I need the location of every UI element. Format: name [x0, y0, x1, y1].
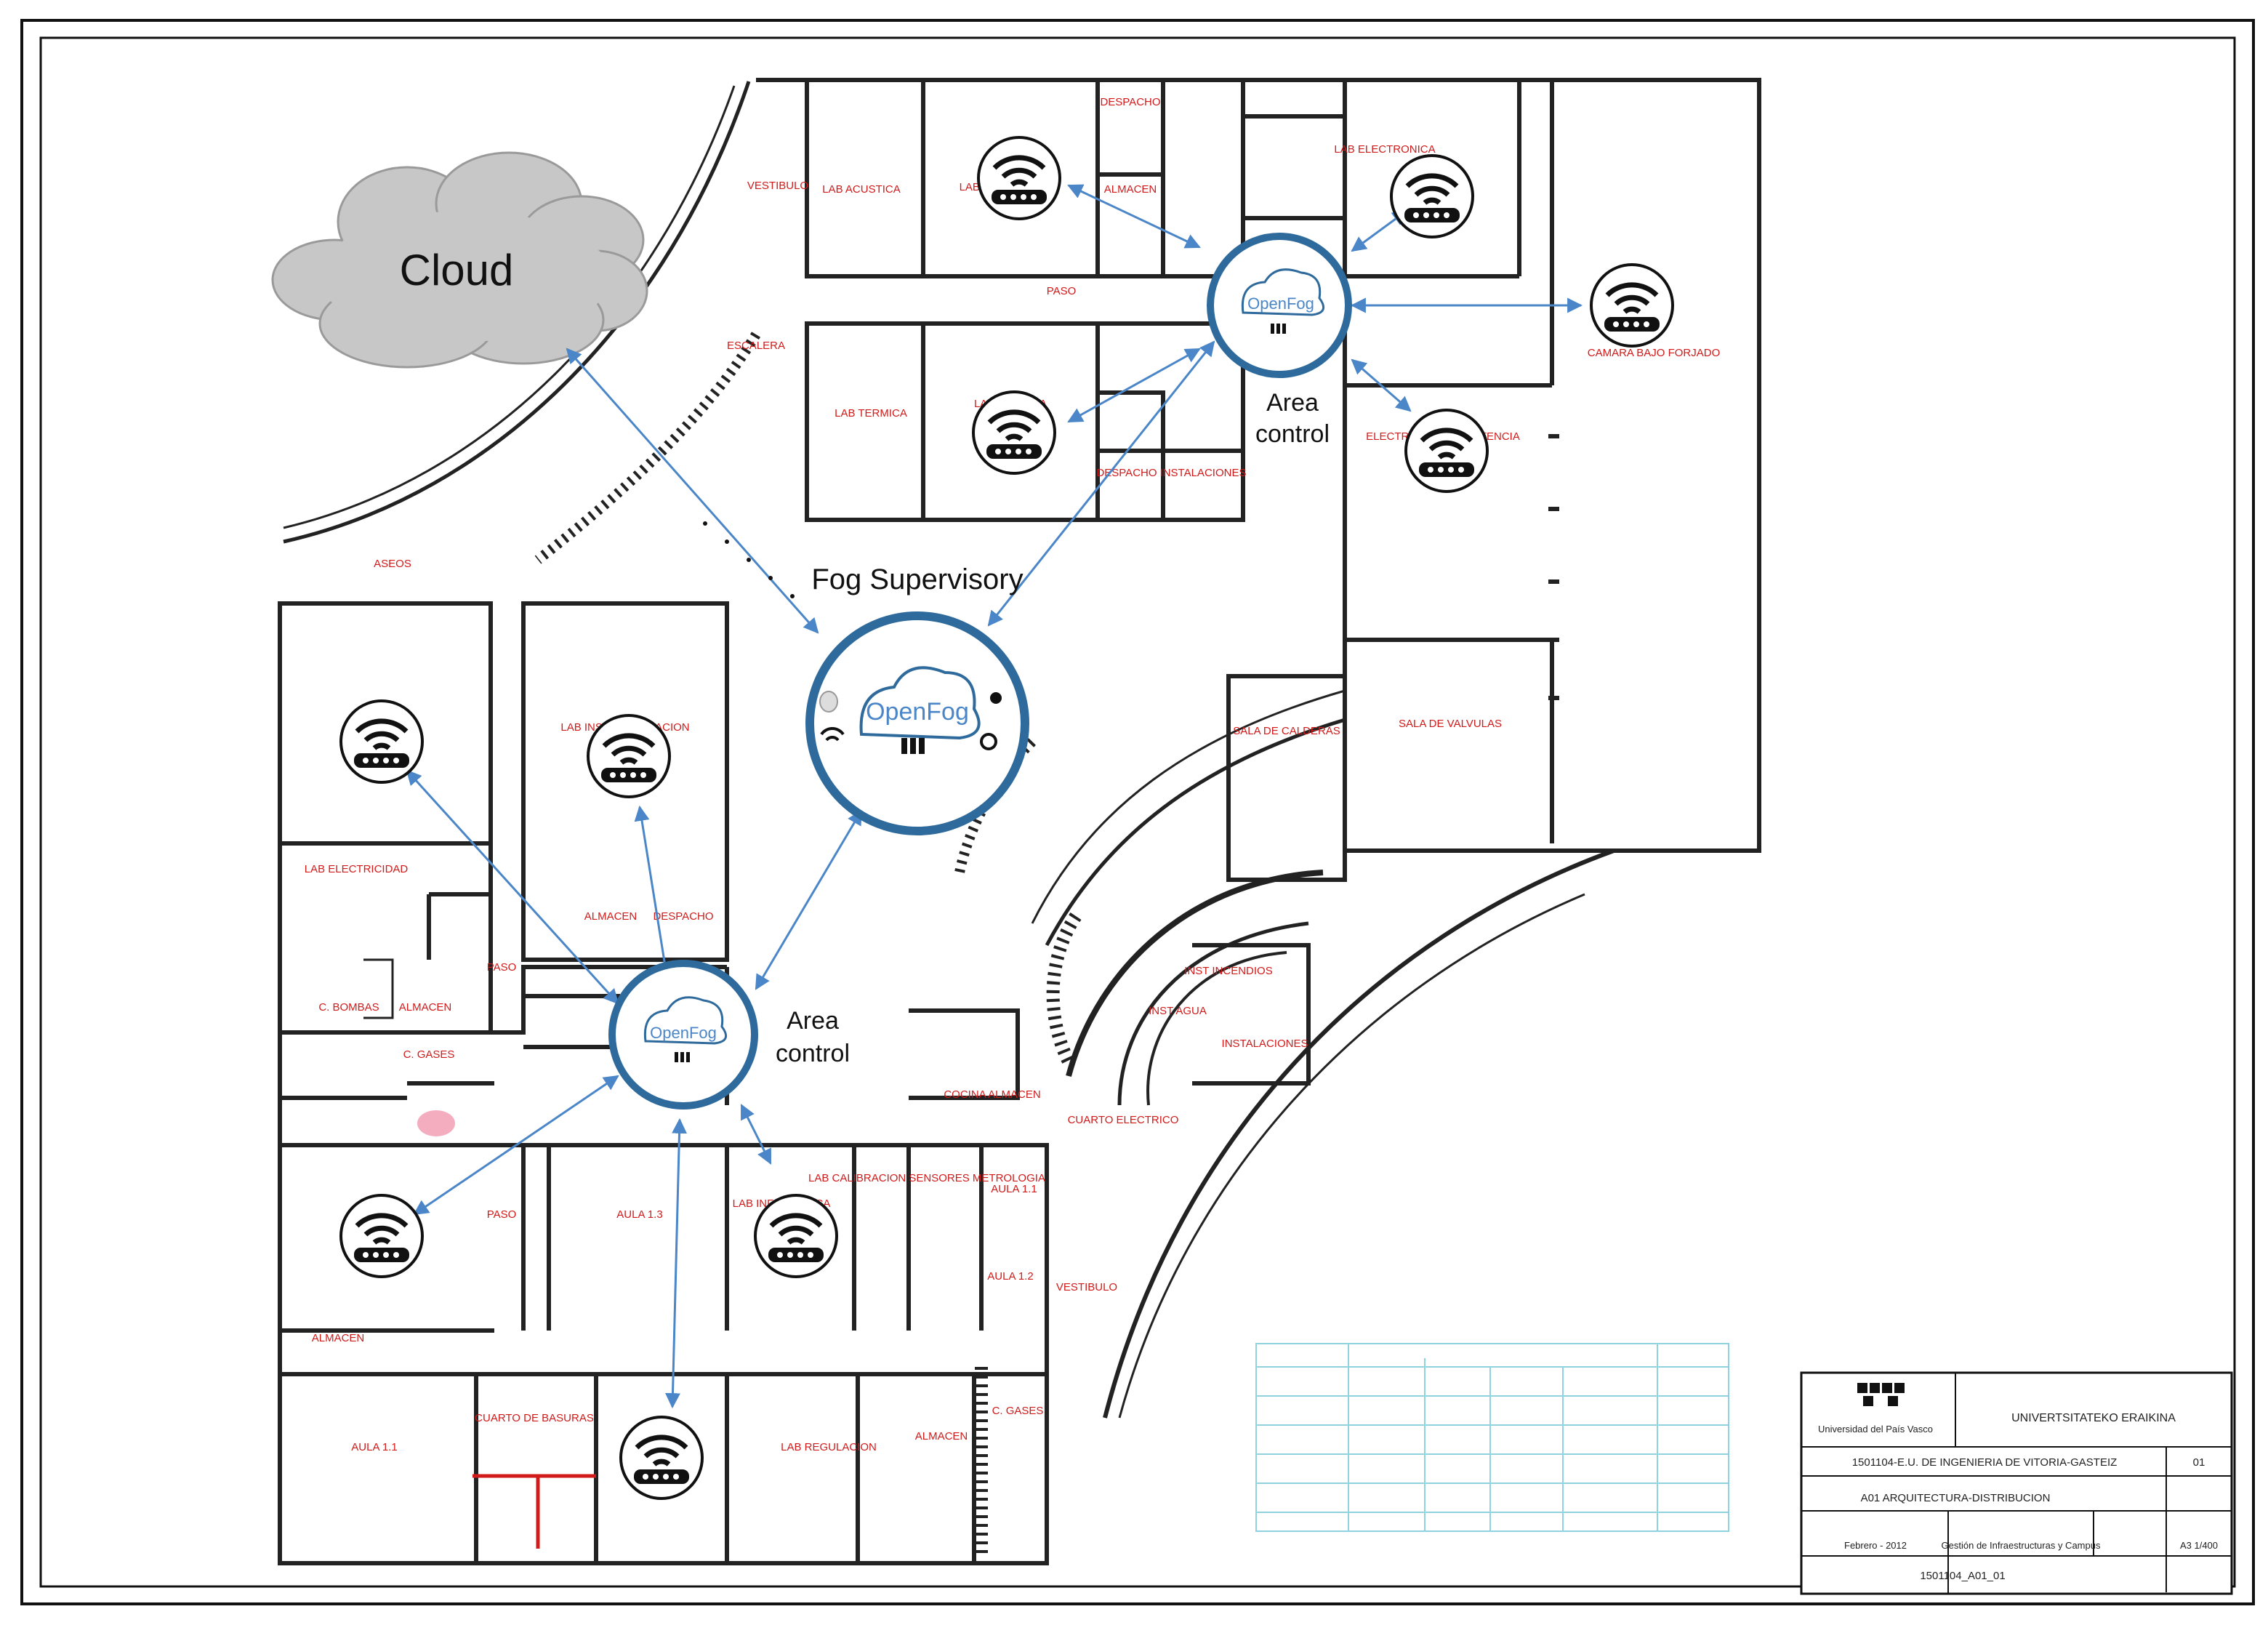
openfog-icon: OpenFog [859, 666, 981, 740]
room-label: INSTALACIONES [1222, 1038, 1308, 1050]
outer-frame [20, 19, 2255, 1605]
fog-supervisory-node: OpenFog Fog Supervisory [805, 563, 1029, 835]
room-label: PASO [487, 1208, 517, 1221]
wifi-router-icon [588, 715, 669, 797]
wifi-router-icon [1406, 410, 1487, 491]
area-control-label-line1: Area [1266, 389, 1319, 417]
room-label: CUARTO DE BASURAS [475, 1412, 594, 1424]
room-label: COCINA ALMACEN [944, 1088, 1040, 1101]
wifi-router-icon [341, 1195, 422, 1277]
inner-frame [39, 36, 2236, 1588]
room-label: LAB REGULACION [781, 1441, 877, 1453]
gauge-icon [980, 733, 997, 750]
legend-table [1255, 1343, 1729, 1532]
wifi-router-icon [1391, 156, 1473, 237]
room-label: ASEOS [374, 558, 411, 570]
room-label: ALMACEN [1104, 183, 1157, 196]
room-label: SALA DE CALDERAS [1233, 725, 1340, 737]
pink-marker [417, 1110, 455, 1136]
title-dept: Gestión de Infraestructuras y Campus [1942, 1540, 2101, 1551]
storage-icon [819, 691, 838, 713]
title-date: Febrero - 2012 [1844, 1540, 1907, 1551]
room-label: PASO [1047, 285, 1077, 297]
cloud-icon: Cloud [271, 151, 648, 369]
red-marker [472, 1474, 596, 1549]
title-file-code: 1501104_A01_01 [1920, 1570, 2005, 1582]
room-label: LAB CALIBRACION SENSORES METROLOGIA [808, 1172, 1045, 1184]
wifi-router-icon [621, 1417, 702, 1498]
title-block: Universidad del País Vasco UNIVERTSITATE… [1800, 1371, 2233, 1595]
title-scale: A3 1/400 [2180, 1540, 2218, 1551]
area-control-label-line2: control [776, 1040, 850, 1067]
room-label: AULA 1.3 [616, 1208, 662, 1221]
room-label: INST INCENDIOS [1184, 965, 1272, 977]
room-label: LAB ELECTRICIDAD [305, 863, 409, 875]
room-label: LAB ELECTRONICA [1334, 143, 1435, 156]
openfog-label: OpenFog [866, 698, 969, 726]
room-label: ALMACEN [584, 910, 638, 923]
area-control-label-line2: control [1255, 420, 1330, 448]
wifi-router-icon [755, 1195, 837, 1277]
room-label: AULA 1.1 [991, 1183, 1037, 1195]
title-subject: UNIVERTSITATEKO ERAIKINA [2011, 1412, 2176, 1424]
room-label: VESTIBULO [1056, 1281, 1117, 1293]
room-label: ALMACEN [312, 1332, 365, 1344]
wifi-router-icon [978, 137, 1060, 219]
title-school: 1501104-E.U. DE INGENIERIA DE VITORIA-GA… [1852, 1456, 2118, 1469]
room-label: DESPACHO [653, 910, 713, 923]
room-label: AULA 1.1 [351, 1441, 397, 1453]
room-label: C. GASES [403, 1048, 455, 1061]
dotted-path [703, 521, 795, 598]
connection-arrows [406, 184, 1583, 1409]
room-label: ALMACEN [915, 1430, 968, 1443]
wifi-router-icon [1591, 265, 1673, 346]
university-name: Universidad del País Vasco [1818, 1424, 1933, 1435]
room-label: LAB TERMICA [835, 407, 907, 420]
room-label: DESPACHO [1100, 96, 1160, 108]
room-label: PASO [487, 961, 517, 974]
area-control-node-bottom: OpenFog Area control [608, 960, 850, 1110]
title-drawing: A01 ARQUITECTURA-DISTRIBUCION [1861, 1492, 2051, 1504]
room-label: ALMACEN [399, 1001, 452, 1014]
cloud-label: Cloud [400, 246, 514, 294]
area-control-label-line1: Area [787, 1007, 839, 1035]
university-logo [1857, 1383, 1905, 1406]
room-label: CAMARA BAJO FORJADO [1588, 347, 1721, 359]
title-sheet-no: 01 [2193, 1456, 2205, 1469]
fog-supervisory-label: Fog Supervisory [811, 563, 1023, 595]
wifi-icon [820, 727, 845, 742]
room-label: C. BOMBAS [318, 1001, 379, 1014]
network-icon [990, 692, 1002, 704]
wifi-router-icon [973, 392, 1055, 473]
room-label: INST AGUA [1149, 1005, 1207, 1017]
openfog-label: OpenFog [650, 1024, 717, 1042]
area-control-node-top: OpenFog Area control [1207, 233, 1352, 448]
room-label: INSTALACIONES [1160, 467, 1247, 479]
room-label: AULA 1.2 [987, 1270, 1033, 1283]
wifi-router-icon [341, 701, 422, 782]
room-label: CUARTO ELECTRICO [1068, 1114, 1179, 1126]
openfog-label: OpenFog [1247, 294, 1314, 313]
room-label: LAB ACUSTICA [822, 183, 901, 196]
room-label: SALA DE VALVULAS [1399, 718, 1502, 730]
room-label: ESCALERA [727, 340, 785, 352]
room-label: C. GASES [992, 1405, 1044, 1417]
room-label: VESTIBULO [747, 180, 808, 192]
